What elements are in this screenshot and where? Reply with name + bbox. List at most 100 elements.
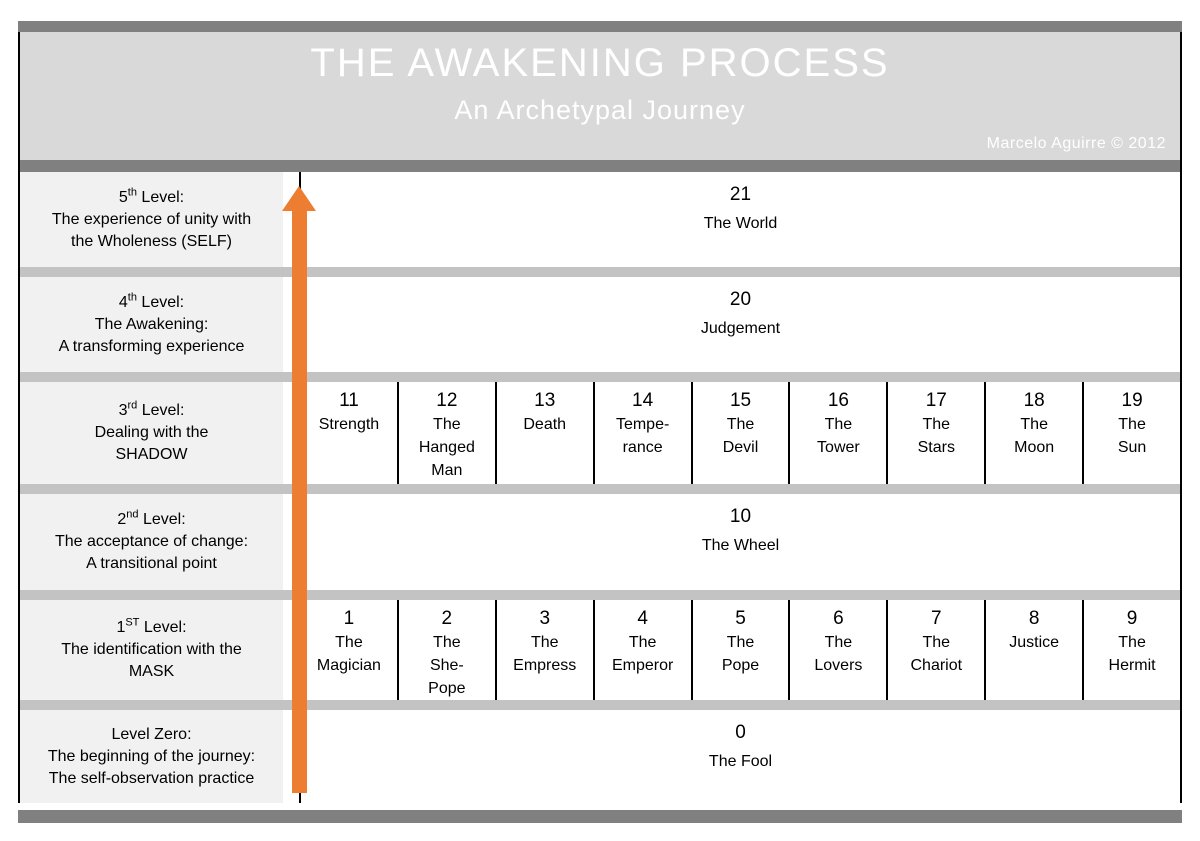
card-name: The Sun	[1117, 416, 1147, 456]
card-number: 4	[637, 608, 648, 629]
level-title: 1ST Level:	[24, 617, 279, 639]
card-name: The Devil	[722, 416, 759, 456]
row-separator	[20, 590, 1180, 600]
level-ordinal-suffix: nd	[126, 508, 139, 521]
card-name: The Hermit	[1108, 634, 1156, 674]
level-description: The identification with the MASK	[61, 641, 242, 680]
card-number: 1	[343, 608, 355, 629]
card-name: Strength	[318, 416, 380, 433]
level-description: The Awakening: A transforming experience	[58, 315, 245, 355]
card-name: The Stars	[917, 416, 955, 456]
card-name: The Chariot	[910, 634, 963, 674]
level-label-4: 4th Level: The Awakening: A transforming…	[20, 277, 283, 372]
upward-arrow-icon	[282, 186, 316, 211]
level-title: 3rd Level:	[24, 400, 279, 422]
card-number: 9	[1126, 608, 1138, 629]
page-title: THE AWAKENING PROCESS	[310, 41, 890, 85]
level-ordinal-suffix: rd	[127, 399, 138, 412]
level-ordinal: 1	[116, 619, 126, 636]
level-row-5: 5th Level: The experience of unity with …	[20, 172, 1180, 267]
card-name: The Magician	[316, 634, 381, 674]
card-name: The Fool	[708, 753, 773, 770]
level-title-text: Level:	[136, 293, 185, 311]
row-separator	[20, 484, 1180, 494]
level-label-1: 1ST Level: The identification with the M…	[20, 600, 283, 700]
copyright-credit: Marcelo Aguirre © 2012	[986, 135, 1166, 152]
card-name: The Wheel	[701, 537, 780, 554]
card-number: 14	[632, 390, 654, 411]
row-separator	[20, 700, 1180, 710]
card-cell-wheel: 10 The Wheel	[299, 494, 1180, 590]
level-title-text: Level:	[139, 619, 187, 636]
card-name: The Emperor	[611, 634, 674, 674]
card-name: Justice	[1009, 634, 1060, 651]
card-cell-fool: 0 The Fool	[299, 710, 1180, 803]
level-title-text: Level Zero:	[111, 725, 192, 743]
level-title-text: Level:	[138, 511, 186, 528]
card-number: 12	[436, 390, 458, 411]
level-title: 5th Level:	[24, 187, 279, 209]
level-ordinal: 5	[118, 188, 128, 206]
card-name: Judgement	[700, 320, 781, 337]
card-number: 6	[833, 608, 844, 629]
level-label-3: 3rd Level: Dealing with the SHADOW	[20, 382, 283, 484]
level-ordinal-suffix: th	[127, 186, 137, 199]
card-number: 7	[931, 608, 942, 629]
card-number: 3	[539, 608, 551, 629]
level-ordinal-suffix: th	[127, 291, 137, 304]
bottom-border-bar	[18, 810, 1182, 823]
journey-table: THE AWAKENING PROCESS An Archetypal Jour…	[18, 32, 1182, 803]
page-subtitle: An Archetypal Journey	[454, 95, 746, 125]
card-number: 5	[735, 608, 746, 629]
row-separator	[20, 372, 1180, 382]
level-row-2: 2nd Level: The acceptance of change: A t…	[20, 494, 1180, 590]
level-description: The experience of unity with the Wholene…	[51, 210, 252, 250]
level-ordinal-suffix: ST	[125, 616, 140, 629]
card-number: 17	[925, 390, 947, 411]
card-cell-judgement: 20 Judgement	[299, 277, 1180, 372]
card-cell-world: 21 The World	[299, 172, 1180, 267]
header-divider-bar	[20, 160, 1180, 172]
level-title: 4th Level:	[24, 292, 279, 314]
level-label-0: Level Zero: The beginning of the journey…	[20, 710, 283, 803]
card-name: The World	[703, 215, 778, 232]
card-number: 13	[534, 390, 556, 411]
card-number: 2	[441, 608, 453, 629]
level-ordinal: 3	[118, 402, 128, 419]
level-row-4: 4th Level: The Awakening: A transforming…	[20, 277, 1180, 372]
card-number: 16	[827, 390, 849, 411]
card-number: 10	[729, 506, 752, 527]
level-title-text: Level:	[137, 402, 185, 419]
level-label-5: 5th Level: The experience of unity with …	[20, 172, 283, 267]
card-number: 15	[729, 390, 752, 411]
card-name: Tempe- rance	[615, 416, 670, 456]
level-row-1: 1ST Level: The identification with the M…	[20, 600, 1180, 700]
level-description: The acceptance of change: A transitional…	[54, 533, 249, 572]
slide-header: THE AWAKENING PROCESS An Archetypal Jour…	[20, 32, 1180, 160]
card-number: 21	[729, 184, 752, 205]
card-number: 0	[735, 722, 746, 743]
level-description: The beginning of the journey: The self-o…	[47, 747, 256, 787]
level-description: Dealing with the SHADOW	[94, 424, 209, 463]
top-border-bar	[18, 21, 1182, 32]
card-number: 19	[1121, 390, 1143, 411]
level-row-0: Level Zero: The beginning of the journey…	[20, 710, 1180, 803]
